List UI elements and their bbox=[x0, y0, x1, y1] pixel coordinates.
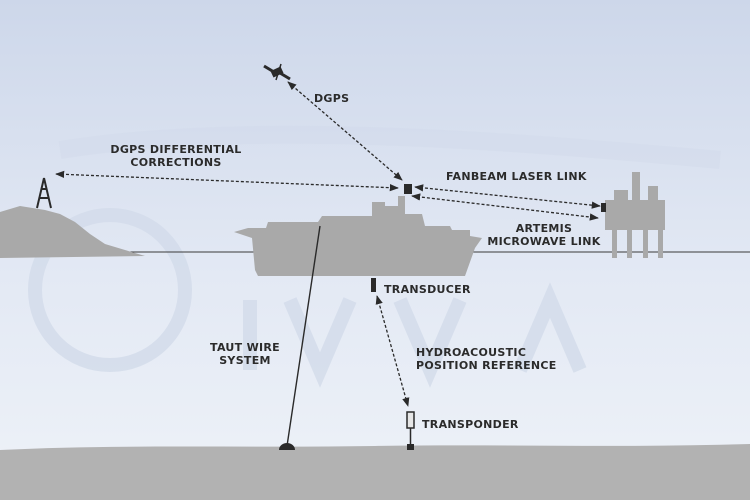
label-hydroacoustic: HYDROACOUSTIC POSITION REFERENCE bbox=[416, 346, 557, 372]
label-transducer: TRANSDUCER bbox=[384, 283, 471, 296]
transducer-icon bbox=[371, 278, 376, 292]
platform-laser-target bbox=[601, 203, 606, 212]
shoreline bbox=[0, 206, 145, 258]
label-fanbeam: FANBEAM LASER LINK bbox=[446, 170, 587, 183]
artemis-link-arrow bbox=[411, 193, 599, 221]
seabed bbox=[0, 444, 750, 500]
shore-mast-icon bbox=[36, 177, 52, 209]
label-artemis: ARTEMIS MICROWAVE LINK bbox=[487, 222, 601, 248]
taut-wire-clump-weight bbox=[279, 443, 295, 450]
hydroacoustic-link-arrow bbox=[375, 295, 410, 407]
taut-wire bbox=[286, 225, 321, 447]
transponder-icon bbox=[406, 411, 415, 450]
satellite-icon bbox=[263, 63, 291, 81]
label-dgps-differential: DGPS DIFFERENTIAL CORRECTIONS bbox=[110, 143, 242, 169]
ship-antenna bbox=[404, 184, 412, 194]
dgps-corrections-arrow bbox=[55, 170, 399, 192]
label-dgps: DGPS bbox=[314, 92, 350, 105]
dgps-link-arrow bbox=[287, 81, 403, 181]
oil-platform bbox=[605, 172, 665, 258]
label-taut-wire: TAUT WIRE SYSTEM bbox=[210, 341, 280, 367]
label-transponder: TRANSPONDER bbox=[422, 418, 519, 431]
